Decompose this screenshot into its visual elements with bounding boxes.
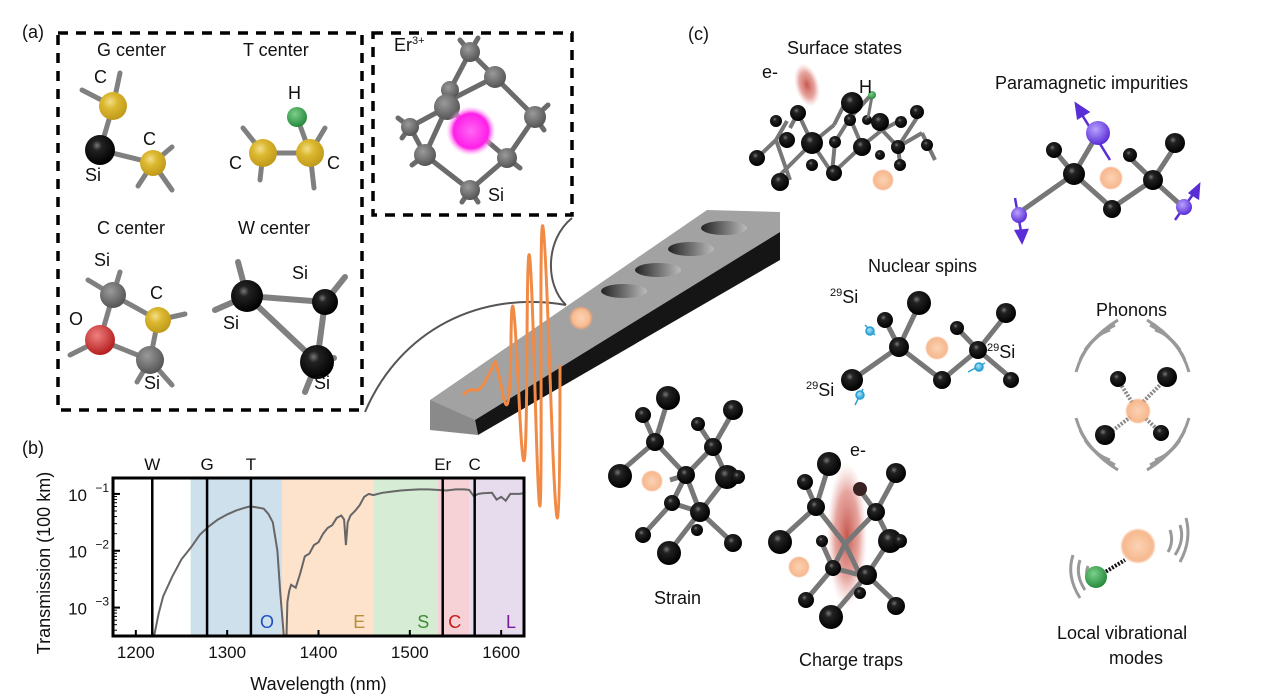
hydrogen-atom (868, 91, 876, 99)
er-label: Er3+ (394, 35, 425, 56)
g-center-molecule (79, 70, 175, 193)
w-atom-si2: Si (223, 313, 240, 333)
emitter-label-W: W (144, 455, 160, 474)
band-label-C: C (448, 612, 461, 632)
c-atom-si2: Si (144, 373, 161, 393)
si29-label-1: 29Si (830, 287, 858, 308)
w-atom-si3: Si (314, 373, 331, 393)
panel-b-letter: (b) (22, 438, 44, 458)
x-tick-label: 1200 (117, 643, 155, 662)
erbium-ion (446, 106, 496, 156)
isotope-symbol: Si (842, 287, 859, 307)
w-center-label: W center (238, 218, 311, 238)
t-center-molecule (240, 107, 328, 191)
charge-traps-electron-label: e- (850, 440, 867, 460)
nuclear-spins-label: Nuclear spins (868, 256, 978, 276)
t-atom-c1: C (229, 153, 242, 173)
er-host-si-label: Si (488, 185, 505, 205)
si29-label-2: 29Si (987, 342, 1015, 363)
phonons-diagram (1074, 318, 1191, 472)
isotope-symbol: Si (999, 342, 1016, 362)
surface-states-label: Surface states (787, 38, 903, 58)
isotope-mass: 29 (987, 342, 1000, 354)
y-tick-exponent: −2 (95, 538, 109, 552)
panel-c-letter: (c) (688, 24, 709, 44)
phonons-label: Phonons (1096, 300, 1168, 320)
surface-states-electron-label: e- (762, 62, 778, 83)
y-tick-exponent: −3 (95, 595, 109, 609)
c-center-molecule (67, 269, 188, 388)
c-center-label: C center (97, 218, 166, 238)
x-tick-label: 1500 (391, 643, 429, 662)
t-atom-c2: C (327, 153, 340, 173)
panel-a-dashed-frame (56, 31, 574, 412)
y-tick-label: 10 (68, 486, 87, 505)
x-tick-label: 1300 (208, 643, 246, 662)
emitter-label-T: T (246, 455, 256, 474)
y-tick-exponent: −1 (95, 481, 109, 495)
isotope-mass: 29 (806, 380, 819, 392)
paramagnetic-impurities-label: Paramagnetic impurities (995, 73, 1189, 93)
band-label-S: S (417, 612, 429, 632)
emitter-label-Er: Er (434, 455, 451, 474)
y-tick-label: 10 (68, 600, 87, 619)
g-atom-c2: C (143, 129, 156, 149)
g-center-label: G center (97, 40, 167, 60)
c-atom-o: O (69, 309, 84, 329)
photonic-waveguide (430, 210, 780, 520)
si29-label-3: 29Si (806, 380, 834, 401)
surface-states-h-label: H (859, 77, 872, 97)
x-tick-label: 1600 (482, 643, 520, 662)
local-vibrational-modes-label-2: modes (1109, 648, 1164, 668)
g-atom-si: Si (85, 165, 102, 185)
band-label-E: E (353, 612, 365, 632)
isotope-symbol: Si (818, 380, 835, 400)
y-tick-label: 10 (68, 543, 87, 562)
paramagnetic-lattice (1011, 101, 1201, 245)
er-si-cage (395, 35, 551, 205)
er-charge: 3+ (412, 35, 425, 47)
er-symbol: Er (394, 35, 412, 55)
panel-a-letter: (a) (22, 22, 44, 42)
local-vibrational-modes-label-1: Local vibrational (1057, 623, 1188, 643)
g-atom-c1: C (94, 67, 107, 87)
emitter-label-G: G (200, 455, 213, 474)
nuclear-spins-lattice (841, 291, 1019, 406)
y-axis-title: Transmission (100 km) (34, 472, 54, 654)
charge-traps-label: Charge traps (799, 650, 904, 670)
strain-label: Strain (654, 588, 702, 608)
local-vibrational-modes-diagram (1069, 517, 1190, 599)
t-atom-h: H (288, 83, 301, 103)
band-label-L: L (506, 612, 516, 632)
x-tick-label: 1400 (300, 643, 338, 662)
band-S (373, 478, 438, 636)
surface-states-lattice (749, 63, 937, 191)
charge-traps-lattice (768, 452, 907, 629)
emitter-label-C: C (469, 455, 481, 474)
band-L (469, 478, 524, 636)
c-atom-c: C (150, 283, 163, 303)
t-center-label: T center (243, 40, 309, 60)
x-axis-title: Wavelength (nm) (250, 674, 386, 694)
band-label-O: O (260, 612, 274, 632)
band-E (281, 478, 374, 636)
w-center-molecule (212, 259, 348, 395)
strain-lattice (608, 386, 745, 565)
w-atom-si1: Si (292, 263, 309, 283)
electron-symbol: e- (762, 62, 779, 82)
isotope-mass: 29 (830, 287, 843, 299)
series-transmission (153, 488, 525, 637)
c-atom-si1: Si (94, 250, 111, 270)
